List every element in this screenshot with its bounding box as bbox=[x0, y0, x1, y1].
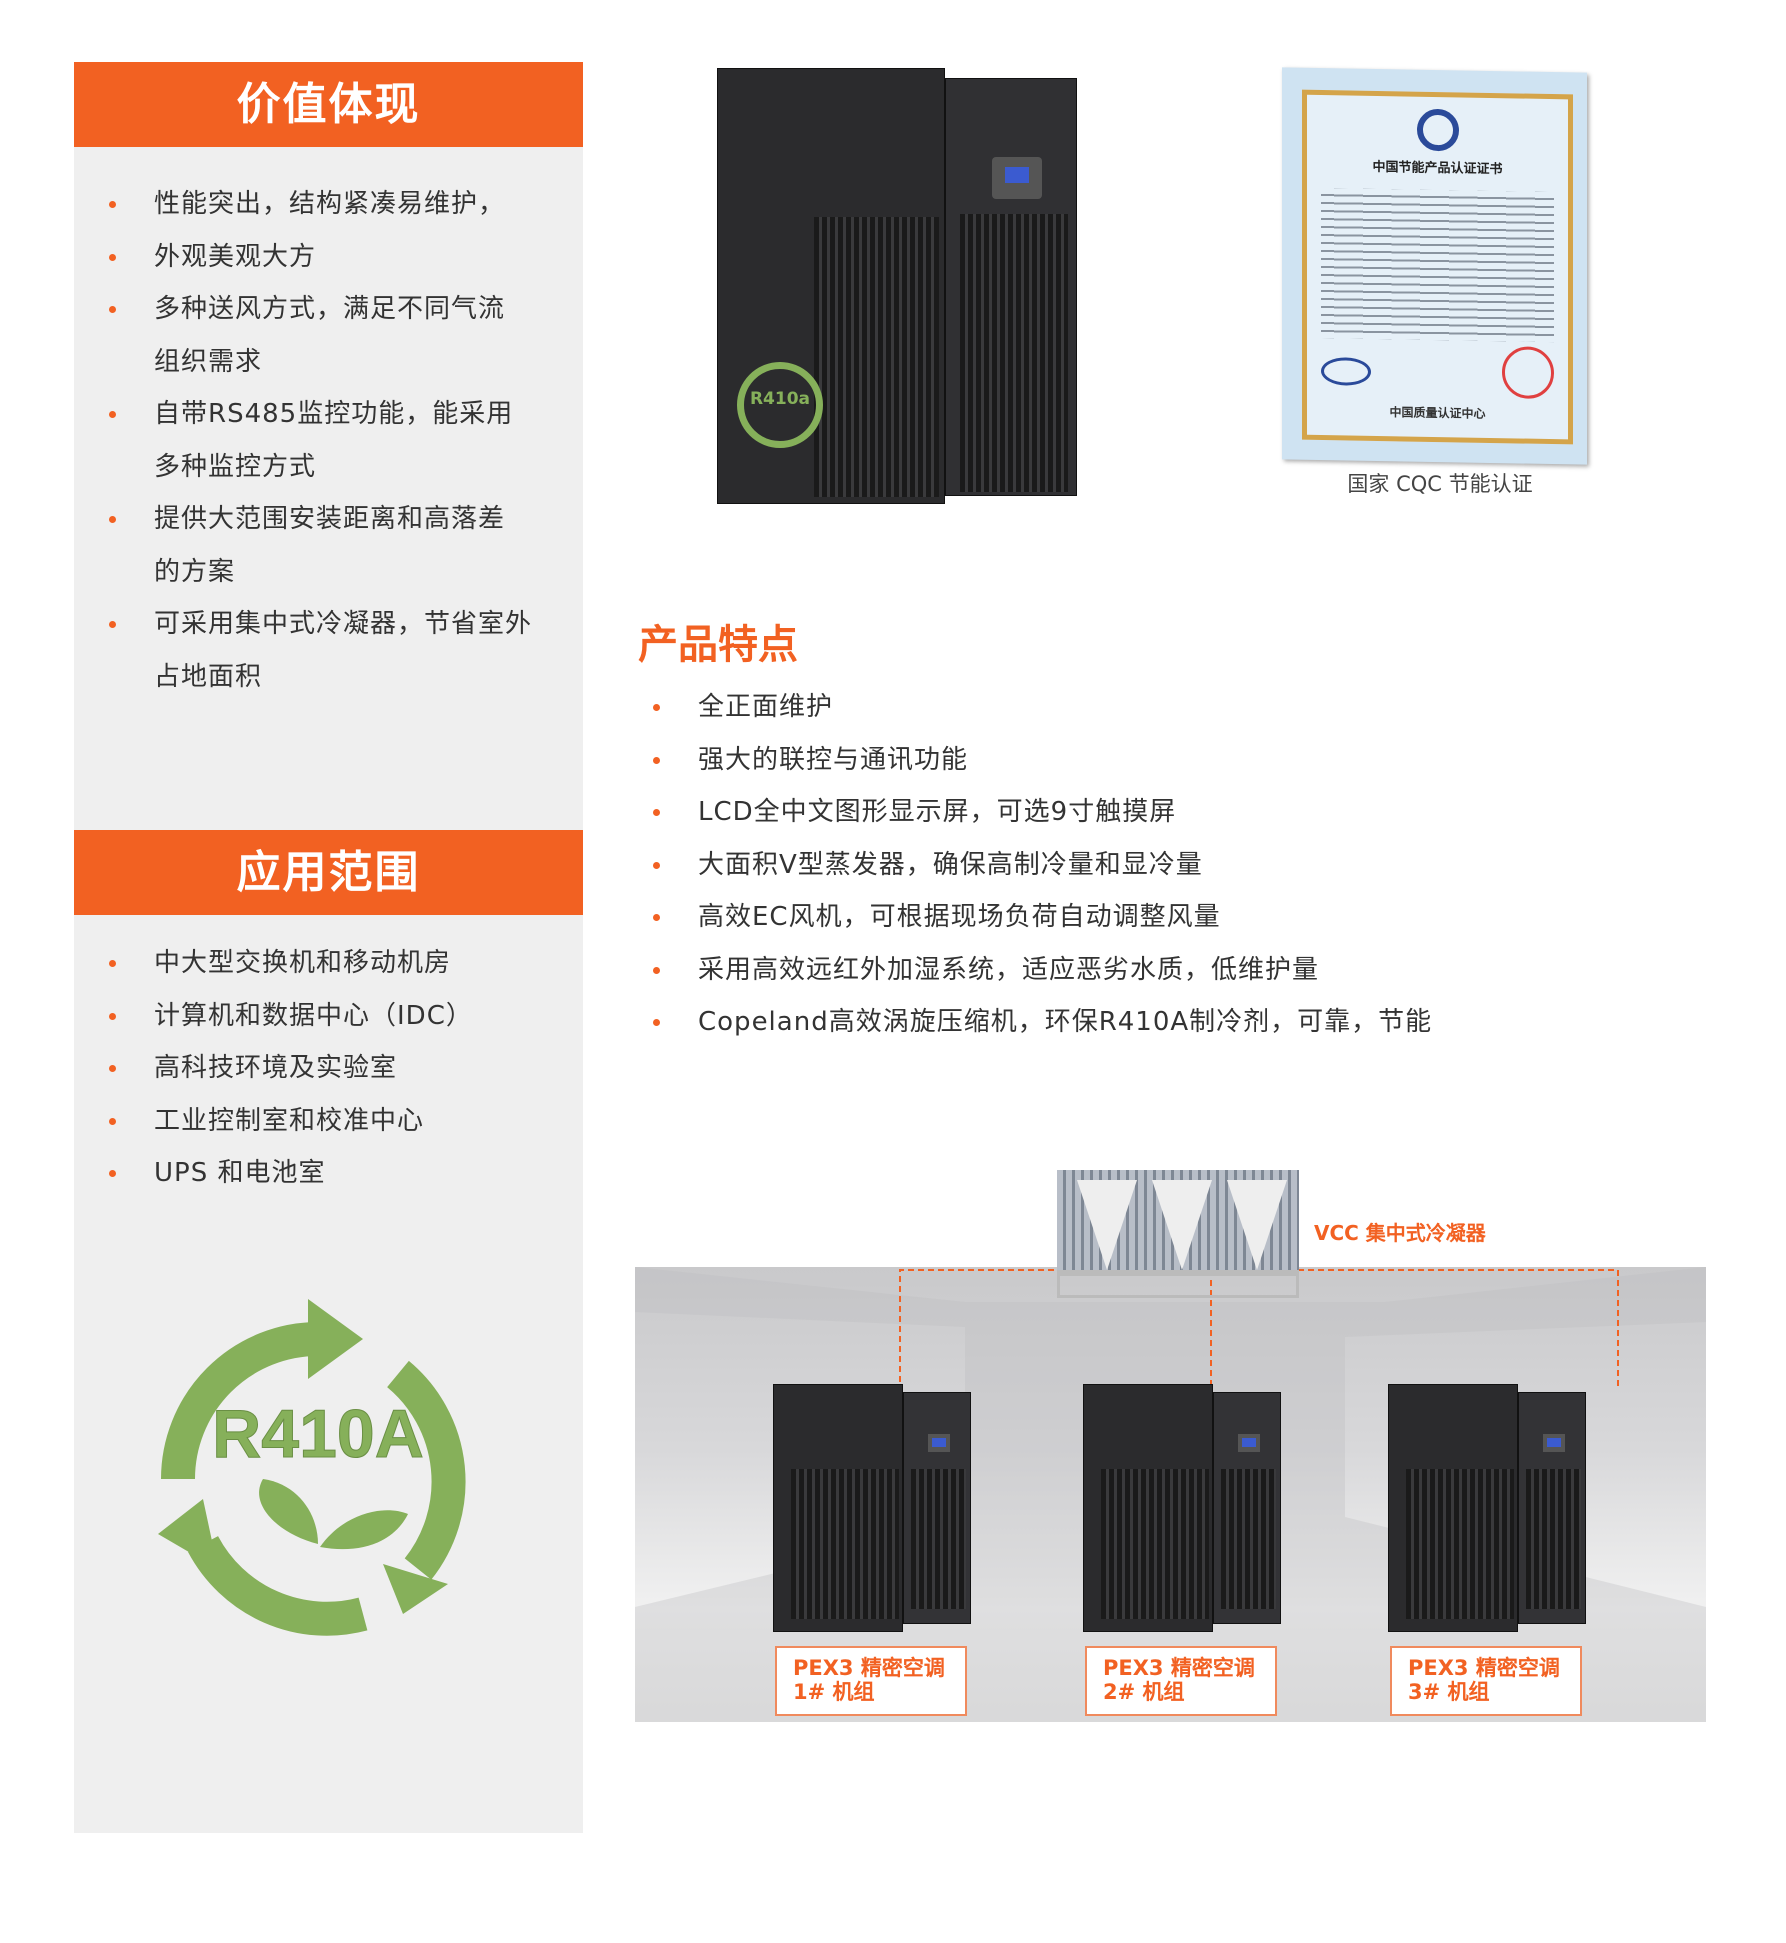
value-item: 自带RS485监控功能，能采用 bbox=[109, 388, 532, 441]
value-item-continuation: 占地面积 bbox=[154, 661, 263, 692]
ac-unit-image bbox=[1388, 1384, 1586, 1632]
ac-unit-image bbox=[1083, 1384, 1281, 1632]
condenser-label: VCC 集中式冷凝器 bbox=[1314, 1221, 1486, 1245]
product-image: R410a bbox=[717, 62, 1077, 504]
ac-unit-model: PEX3 精密空调 bbox=[1408, 1656, 1560, 1680]
value-item: 可采用集中式冷凝器，节省室外 bbox=[109, 598, 532, 651]
feature-item: 高效EC风机，可根据现场负荷自动调整风量 bbox=[653, 891, 1432, 944]
ac-unit-label: PEX3 精密空调 1# 机组 bbox=[775, 1646, 967, 1716]
features-title: 产品特点 bbox=[638, 622, 798, 668]
certificate-issuer: 中国质量认证中心 bbox=[1389, 405, 1486, 421]
value-item: 性能突出，结构紧凑易维护， bbox=[109, 178, 532, 231]
r410a-recycle-logo: R410A bbox=[158, 1299, 466, 1636]
feature-item: LCD全中文图形显示屏，可选9寸触摸屏 bbox=[653, 786, 1432, 839]
value-item-continuation: 的方案 bbox=[154, 556, 236, 587]
ac-unit-model: PEX3 精密空调 bbox=[793, 1656, 945, 1680]
application-list: 中大型交换机和移动机房计算机和数据中心（IDC）高科技环境及实验室工业控制室和校… bbox=[109, 937, 473, 1200]
value-item-continuation: 多种监控方式 bbox=[154, 451, 317, 482]
application-item: 计算机和数据中心（IDC） bbox=[109, 990, 473, 1043]
ac-unit-model: PEX3 精密空调 bbox=[1103, 1656, 1255, 1680]
feature-item: 强大的联控与通讯功能 bbox=[653, 734, 1432, 787]
feature-item: Copeland高效涡旋压缩机，环保R410A制冷剂，可靠，节能 bbox=[653, 996, 1432, 1049]
application-section-title: 应用范围 bbox=[74, 830, 583, 915]
ac-unit-label: PEX3 精密空调 2# 机组 bbox=[1085, 1646, 1277, 1716]
ac-unit-image bbox=[773, 1384, 971, 1632]
r410a-logo-text: R410A bbox=[212, 1396, 424, 1472]
value-section-title: 价值体现 bbox=[74, 62, 583, 147]
ac-unit-label: PEX3 精密空调 3# 机组 bbox=[1390, 1646, 1582, 1716]
value-item: 多种送风方式，满足不同气流 bbox=[109, 283, 532, 336]
value-item-continuation: 组织需求 bbox=[154, 346, 263, 377]
application-item: 工业控制室和校准中心 bbox=[109, 1095, 473, 1148]
value-item: 外观美观大方 bbox=[109, 231, 532, 284]
ac-unit-number: 1# 机组 bbox=[793, 1680, 875, 1704]
certificate-title: 中国节能产品认证证书 bbox=[1372, 159, 1503, 178]
feature-item: 采用高效远红外加湿系统，适应恶劣水质，低维护量 bbox=[653, 944, 1432, 997]
display-panel bbox=[992, 157, 1042, 199]
certificate-caption: 国家 CQC 节能认证 bbox=[1347, 472, 1533, 496]
application-item: 高科技环境及实验室 bbox=[109, 1042, 473, 1095]
left-panel: 价值体现 性能突出，结构紧凑易维护，外观美观大方多种送风方式，满足不同气流组织需… bbox=[74, 62, 583, 1833]
ac-unit-number: 2# 机组 bbox=[1103, 1680, 1185, 1704]
certificate-image: 中国节能产品认证证书 中国质量认证中心 bbox=[1282, 67, 1587, 465]
condenser-image bbox=[1057, 1150, 1299, 1300]
feature-item: 全正面维护 bbox=[653, 681, 1432, 734]
ac-unit-number: 3# 机组 bbox=[1408, 1680, 1490, 1704]
application-item: UPS 和电池室 bbox=[109, 1147, 473, 1200]
value-list: 性能突出，结构紧凑易维护，外观美观大方多种送风方式，满足不同气流组织需求自带RS… bbox=[109, 178, 532, 703]
value-item: 提供大范围安装距离和高落差 bbox=[109, 493, 532, 546]
r410a-badge: R410a bbox=[737, 362, 823, 448]
application-item: 中大型交换机和移动机房 bbox=[109, 937, 473, 990]
feature-item: 大面积V型蒸发器，确保高制冷量和显冷量 bbox=[653, 839, 1432, 892]
